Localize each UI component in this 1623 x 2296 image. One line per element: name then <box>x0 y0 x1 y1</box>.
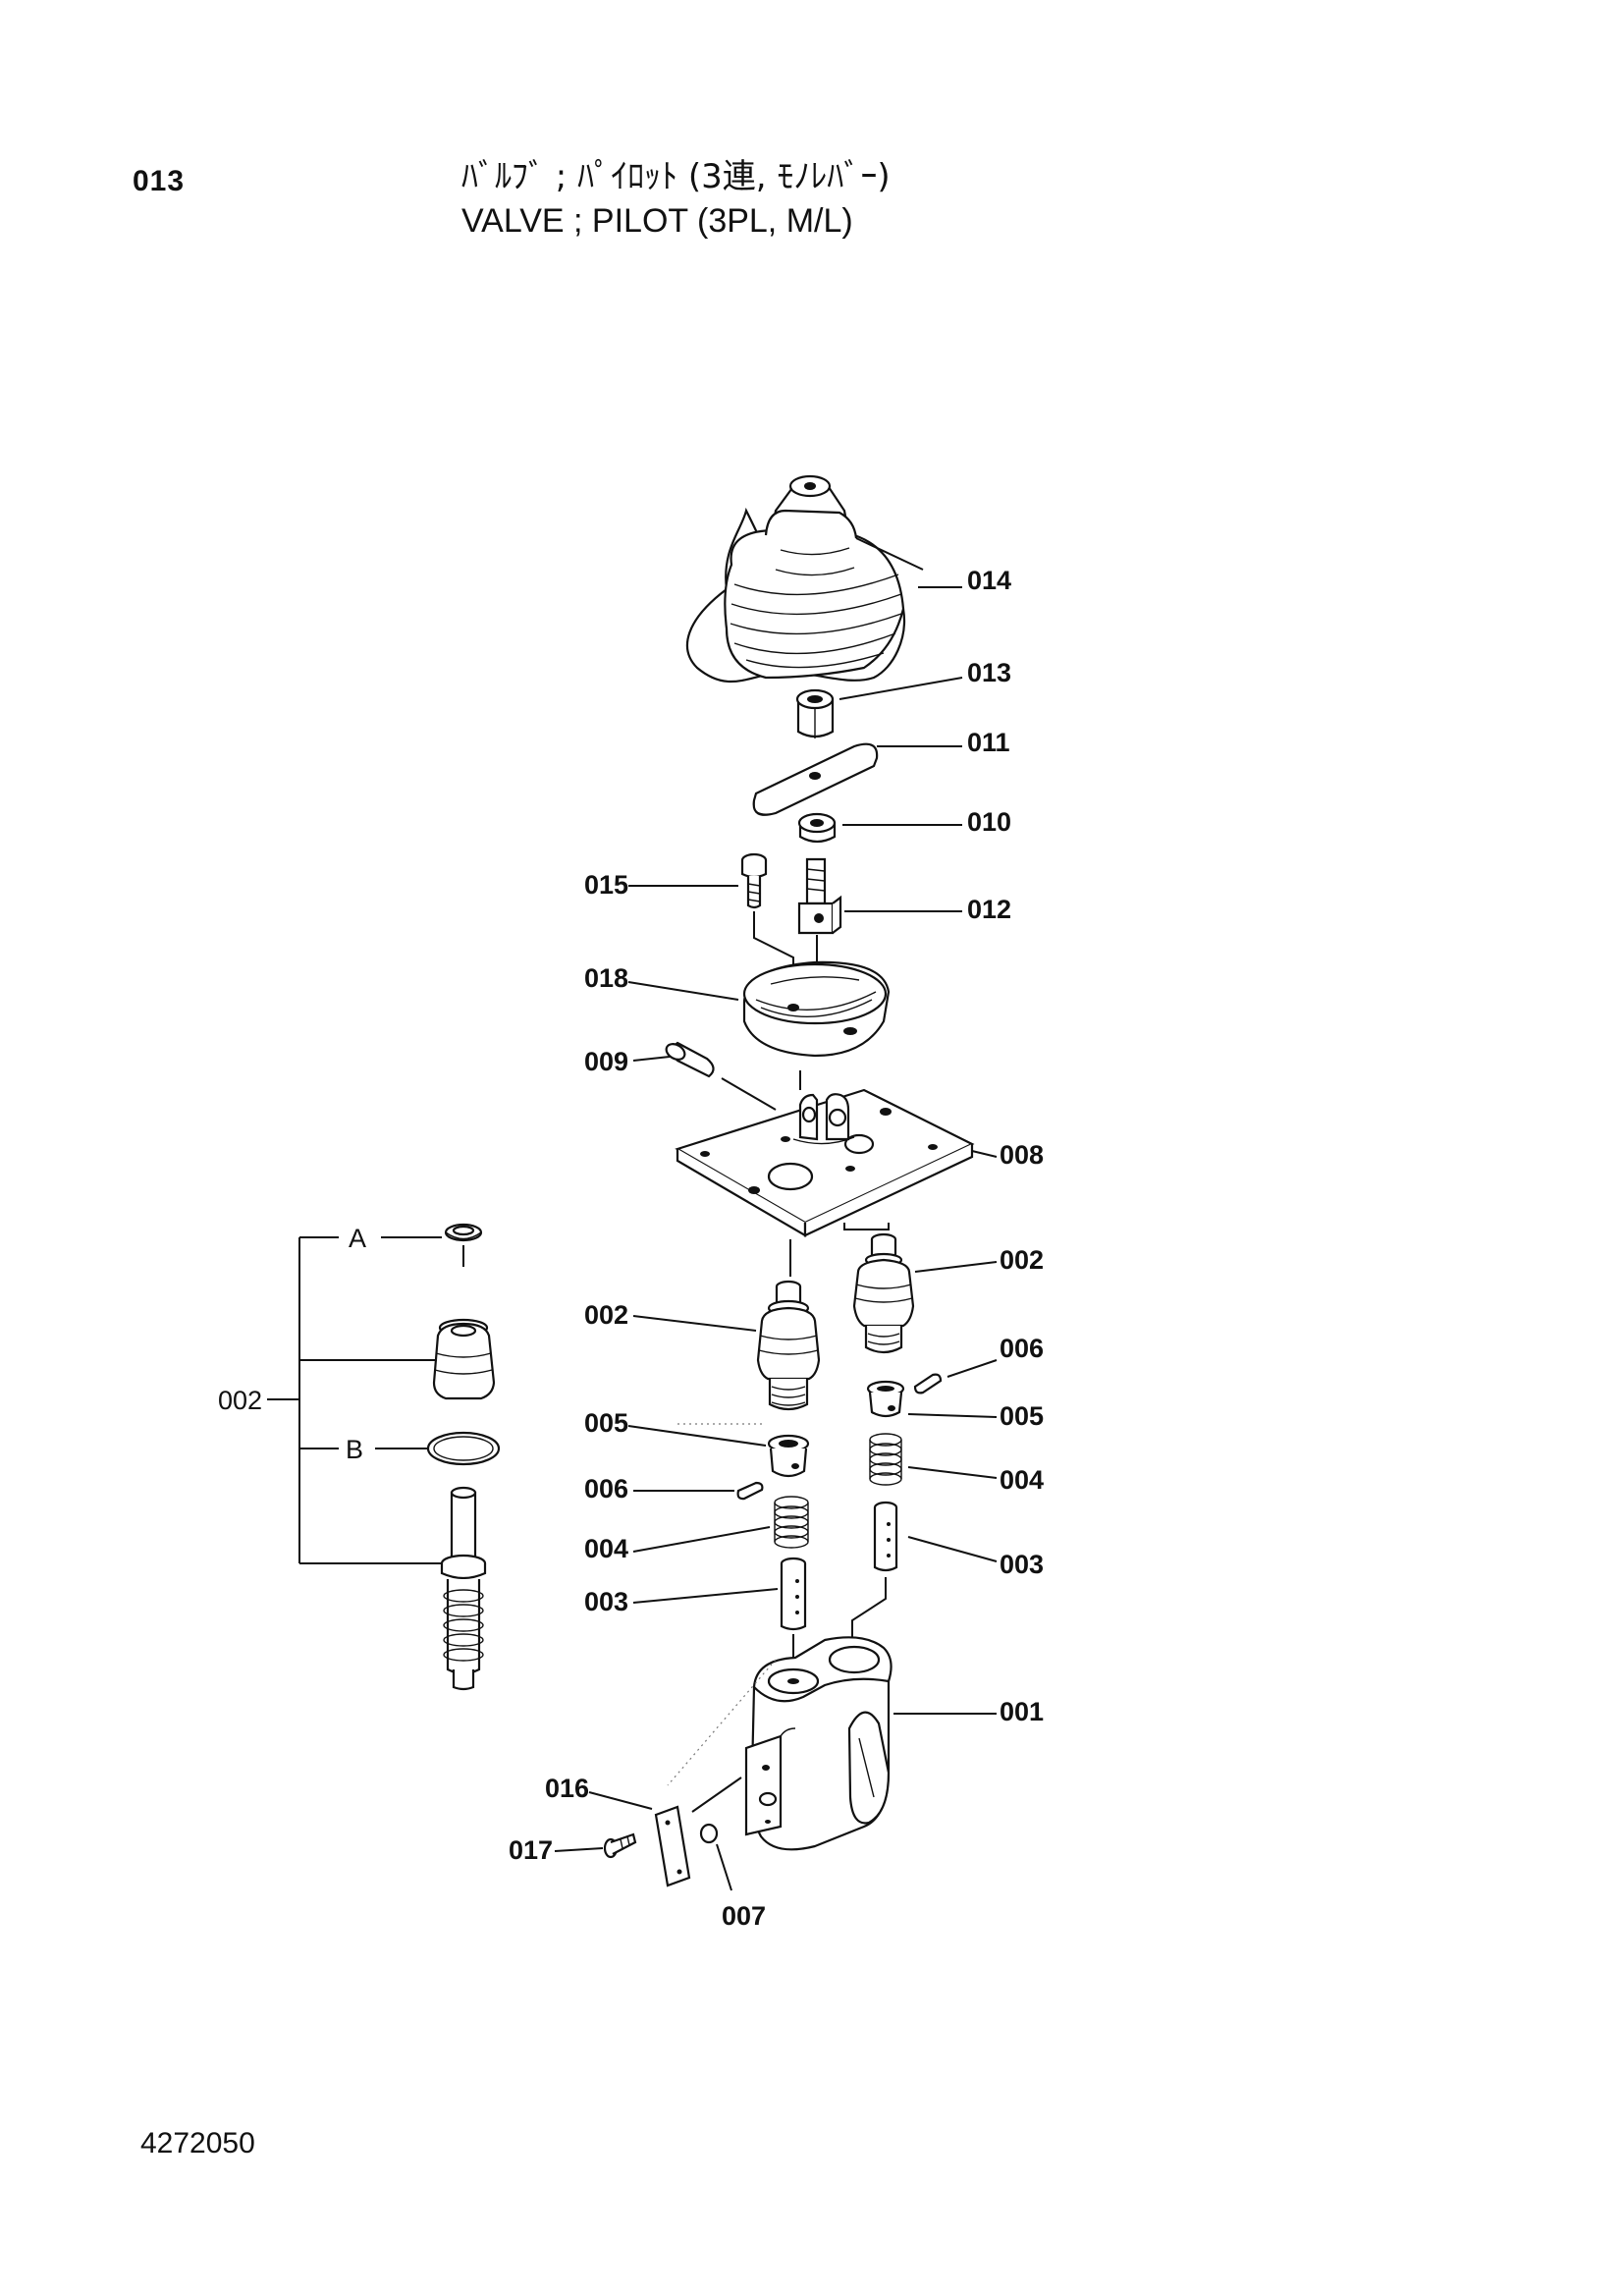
part-016-nameplate <box>654 1805 691 1887</box>
document-number: 4272050 <box>140 2127 255 2159</box>
part-018-cover <box>742 960 891 1058</box>
leader-003-left <box>632 1588 779 1604</box>
callout-006-left: 006 <box>584 1474 628 1503</box>
part-008-plate <box>675 1088 975 1237</box>
callout-012: 012 <box>967 895 1011 924</box>
leader-005-right <box>907 1413 998 1418</box>
title-english: VALVE ; PILOT (3PL, M/L) <box>461 202 853 240</box>
part-015-bolt <box>740 852 768 909</box>
pin-guide-line <box>721 1077 777 1111</box>
part-011-plate <box>752 742 879 816</box>
callout-007: 007 <box>722 1901 766 1931</box>
detail-002-assembly <box>426 1223 501 1691</box>
title-japanese: ﾊﾞﾙﾌﾞ ; ﾊﾟｲﾛｯﾄ (3連, ﾓﾉﾚﾊﾞｰ) <box>461 157 891 196</box>
part-012-joint <box>797 857 842 935</box>
part-017-screw <box>603 1832 637 1859</box>
callout-006-right: 006 <box>1000 1334 1044 1363</box>
leader-004-left <box>632 1526 771 1553</box>
callout-002-right: 002 <box>1000 1245 1044 1275</box>
part-001-casing <box>744 1636 893 1851</box>
detail-label-b: B <box>346 1435 363 1464</box>
leader-018 <box>627 981 739 1001</box>
part-005-right-seat <box>866 1380 905 1418</box>
leader-009 <box>632 1056 671 1062</box>
plate-guide <box>691 1777 742 1813</box>
callout-005-left: 005 <box>584 1408 628 1438</box>
callout-009: 009 <box>584 1047 628 1076</box>
callout-003-right: 003 <box>1000 1550 1044 1579</box>
callout-005-right: 005 <box>1000 1401 1044 1431</box>
callout-013: 013 <box>967 658 1011 687</box>
part-006-right-pin <box>913 1373 943 1394</box>
leader-007 <box>716 1843 732 1891</box>
page-code: 013 <box>133 165 186 197</box>
leader-013 <box>839 677 963 700</box>
callout-017: 017 <box>509 1835 553 1865</box>
leader-002-right <box>914 1261 998 1273</box>
part-009-pin <box>665 1041 715 1078</box>
leader-017 <box>554 1847 604 1852</box>
callout-003-left: 003 <box>584 1587 628 1616</box>
rod-guide-right <box>851 1577 887 1638</box>
callout-016: 016 <box>545 1774 589 1803</box>
part-002-left-plunger <box>756 1280 821 1411</box>
detail-label-002: 002 <box>218 1386 262 1415</box>
part-014-boot <box>685 474 924 683</box>
part-013-nut <box>795 688 835 738</box>
part-005-left-seat <box>767 1434 810 1478</box>
callout-004-left: 004 <box>584 1534 628 1563</box>
part-006-left-pin <box>736 1481 764 1501</box>
callout-002-left: 002 <box>584 1300 628 1330</box>
part-007-oring <box>699 1823 719 1844</box>
leader-016 <box>588 1791 653 1810</box>
callout-010: 010 <box>967 807 1011 837</box>
detail-label-a: A <box>349 1224 366 1253</box>
leader-002-left <box>632 1315 757 1332</box>
part-002-right-plunger <box>852 1232 915 1354</box>
callout-015: 015 <box>584 870 628 900</box>
callout-018: 018 <box>584 963 628 993</box>
leader-008 <box>971 1150 998 1158</box>
part-010-nut <box>797 812 837 844</box>
leader-005-left <box>627 1425 767 1447</box>
part-004-right-spring <box>869 1433 902 1486</box>
part-003-right-rod <box>873 1501 898 1572</box>
detail-bracket <box>267 1236 442 1564</box>
callout-014: 014 <box>967 566 1011 595</box>
leader-003-right <box>907 1536 998 1562</box>
part-004-left-spring <box>774 1496 809 1549</box>
part-003-left-rod <box>780 1557 807 1631</box>
plate-guide-bracket <box>843 1223 890 1230</box>
callout-008: 008 <box>1000 1140 1044 1170</box>
callout-001: 001 <box>1000 1697 1044 1726</box>
callout-004-right: 004 <box>1000 1465 1044 1495</box>
dotted-guide-plate <box>667 1659 777 1786</box>
leader-004-right <box>907 1466 998 1479</box>
callout-011: 011 <box>967 728 1010 757</box>
leader-006-right <box>947 1359 998 1378</box>
